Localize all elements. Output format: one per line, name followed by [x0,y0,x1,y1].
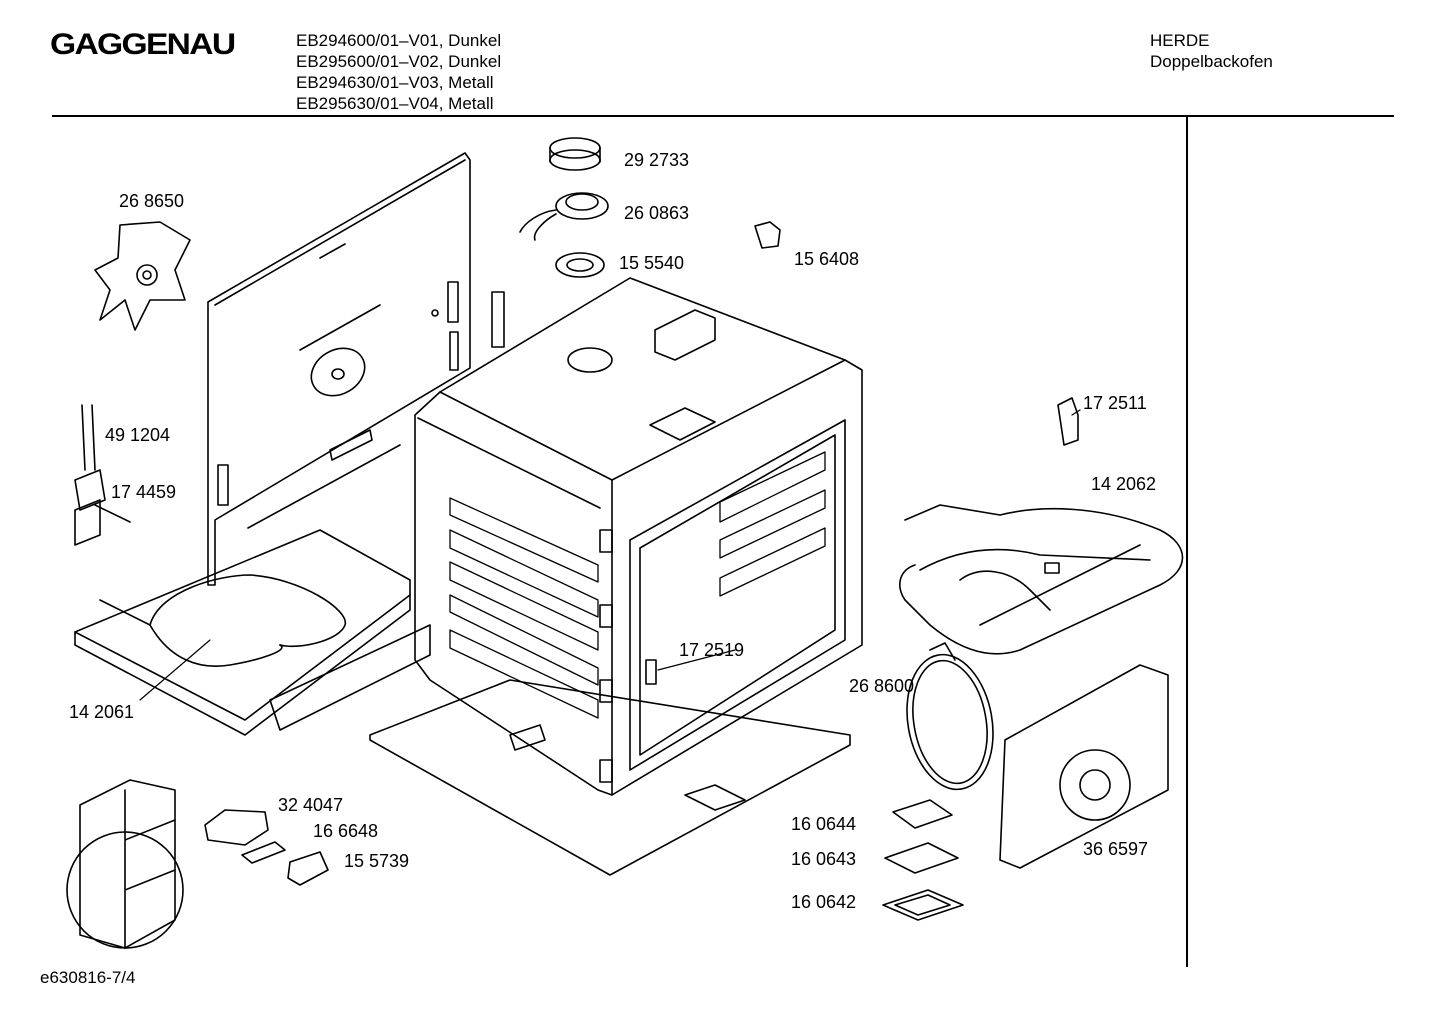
gaskets [882,799,964,921]
fan-motor [94,221,191,331]
fan-cover-panel [999,664,1169,869]
document-id: e630816-7/4 [40,968,136,987]
side-divider [1186,117,1188,967]
part-number: 15 5540 [619,253,685,273]
switch-component [754,221,781,249]
temperature-sensor [74,404,131,546]
part-number: 29 2733 [624,150,690,170]
part-number: 14 2062 [1091,474,1157,494]
part-number: 17 4459 [111,482,177,502]
thermal-cutout [1057,397,1079,446]
model-item: EB295600/01–V02, Dunkel [296,52,502,71]
part-number: 26 8650 [119,191,185,211]
brand-logo: GAGGENAU [50,28,236,61]
part-number: 49 1204 [105,425,171,445]
part-number: 17 2511 [1083,393,1147,413]
control-switches [204,809,329,886]
cover-strip [491,291,505,348]
floor-plate [74,529,431,736]
category-block: HERDE Doppelbackofen [1150,30,1273,72]
part-number: 36 6597 [1083,839,1149,859]
part-number: 26 8600 [849,676,915,696]
model-item: EB294600/01–V01, Dunkel [296,31,502,50]
oven-cavity [414,277,863,796]
part-number: 32 4047 [278,795,344,815]
part-number: 16 0643 [791,849,857,869]
ring-heater [906,642,994,791]
top-heater [899,504,1184,655]
model-list: EB294600/01–V01, Dunkel EB295600/01–V02,… [296,30,501,114]
part-number: 16 0642 [791,892,857,912]
tray-slot [684,784,746,811]
appliance-thumbnail [66,779,184,949]
part-number: 15 6408 [794,249,860,269]
light-parts [519,137,609,278]
part-number: 14 2061 [69,702,135,722]
part-number: 16 0644 [791,814,857,834]
model-item: EB295630/01–V04, Metall [296,94,494,113]
part-number: 26 0863 [624,203,690,223]
header-divider [52,115,1394,117]
part-number: 15 5739 [344,851,410,871]
part-number: 17 2519 [679,640,745,660]
subcategory-title: Doppelbackofen [1150,52,1273,71]
model-item: EB294630/01–V03, Metall [296,73,494,92]
leader-lines [139,409,1081,701]
category-title: HERDE [1150,31,1210,50]
part-number: 16 6648 [313,821,379,841]
bottom-tray [369,679,851,876]
rear-panel [207,152,471,586]
tray-slot [509,724,546,751]
